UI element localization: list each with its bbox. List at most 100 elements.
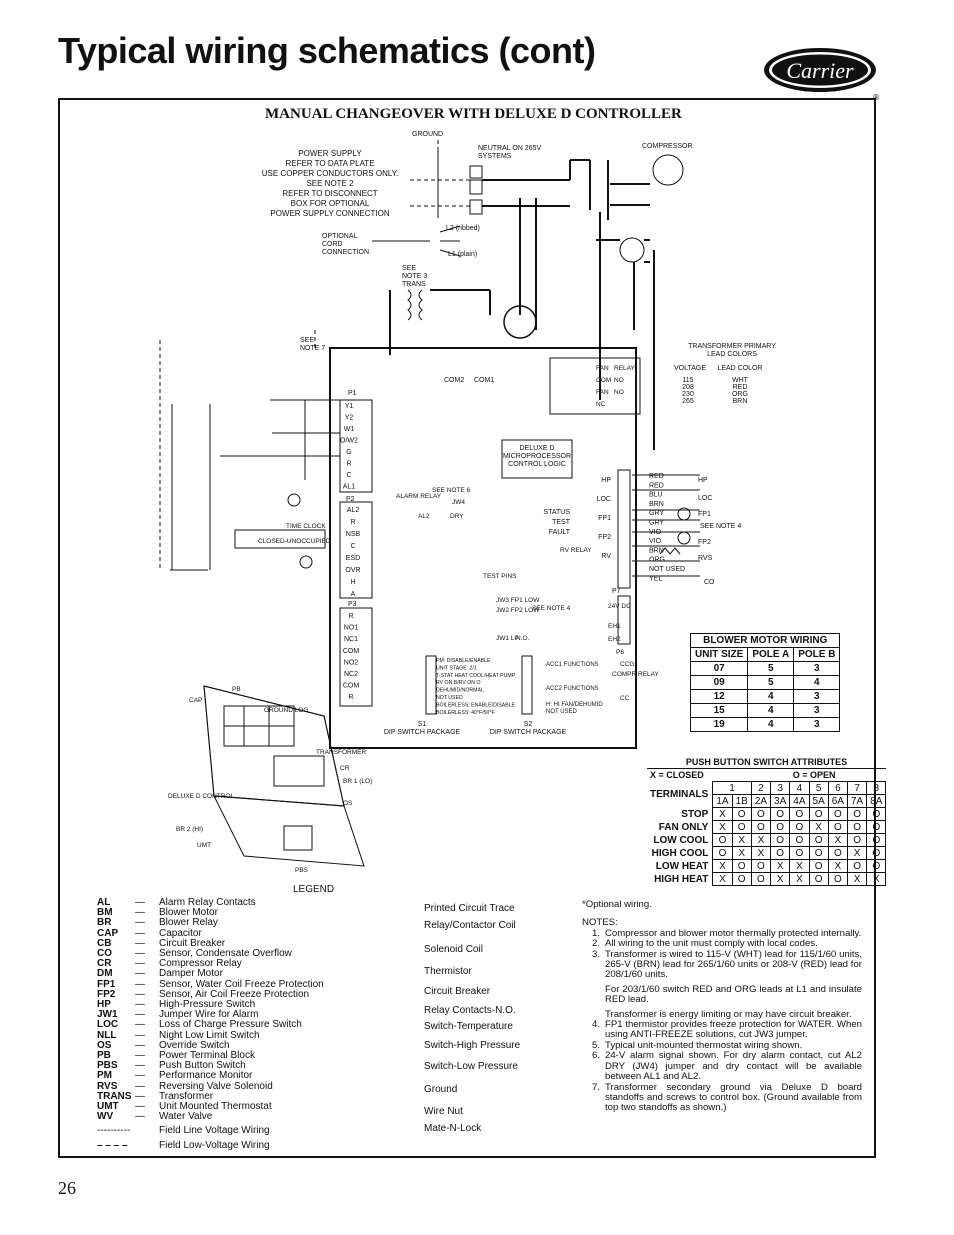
pbs-cell: 6 xyxy=(827,781,848,795)
misc-label: PBS xyxy=(295,867,309,874)
pbs-cell: 7 xyxy=(846,781,868,795)
p7-pin: FP1 xyxy=(598,515,611,522)
misc-label: TIME CLOCK xyxy=(286,523,326,530)
symbol-label: Switch-Low Pressure xyxy=(424,1061,518,1072)
bmw-cell: 3 xyxy=(793,661,841,676)
pbs-cell: 8A xyxy=(866,794,887,808)
xfmr-voltage: 208 xyxy=(682,384,694,391)
note-number: 1. xyxy=(591,927,600,939)
pbs-cell: O xyxy=(846,859,868,873)
legend-item: PM—Performance Monitor xyxy=(97,1071,324,1081)
pbs-cell: O xyxy=(866,846,887,860)
pbs-cell: X xyxy=(750,846,772,860)
legend-dash: — xyxy=(135,999,145,1011)
misc-label: DRY xyxy=(450,513,464,520)
legend-dash: — xyxy=(135,958,145,970)
see-note7-label: SEE xyxy=(300,337,314,344)
misc-label: BR 2 (HI) xyxy=(176,826,203,833)
deluxe-control-label: MICROPROCESSOR xyxy=(503,453,571,460)
power-supply-label: REFER TO DATA PLATE xyxy=(285,159,374,168)
legend-item: CAP—Capacitor xyxy=(97,927,324,939)
legend-abbrev: CAP xyxy=(97,927,119,939)
pbs-cell: X xyxy=(712,859,733,873)
pbs-cell: O xyxy=(789,846,810,860)
xfmr-voltage: 230 xyxy=(682,391,694,398)
pbs-cell: 8 xyxy=(866,781,887,795)
p2-pin: A xyxy=(351,591,356,598)
pbs-cell: 6A xyxy=(827,794,848,808)
neutral-label: SYSTEMS xyxy=(478,153,512,160)
legend-abbrev: CO xyxy=(97,948,112,960)
misc-label: TRANSFORMER xyxy=(316,749,367,756)
status-led-label: FAULT xyxy=(549,529,571,536)
p3-pin: NO2 xyxy=(344,659,359,666)
legend-desc: Sensor, Air Coil Freeze Protection xyxy=(159,988,310,1000)
compressor-label: COMPRESSOR xyxy=(642,143,693,150)
legend-dash: — xyxy=(135,1019,145,1031)
note-text: Transformer is wired to 115-V (WHT) lead… xyxy=(605,948,862,981)
p1-pin: AL1 xyxy=(343,484,356,491)
pbs-cell: O xyxy=(846,807,868,821)
p1-pin: O/W2 xyxy=(340,438,358,445)
legend-desc: Field Low-Voltage Wiring xyxy=(159,1139,270,1151)
misc-label: OS xyxy=(343,800,353,807)
blower-motor-wiring-table: BLOWER MOTOR WIRING UNIT SIZE POLE A POL… xyxy=(689,633,841,732)
legend-abbrev: DM xyxy=(97,968,113,980)
legend-abbrev: RVS xyxy=(97,1080,118,1092)
fan-relay-label: NC xyxy=(596,401,606,408)
bmw-cell: 3 xyxy=(793,717,841,732)
pbs-cell: PUSH BUTTON SWITCH ATTRIBUTES xyxy=(647,756,886,769)
fan-relay-label: RELAY xyxy=(614,365,635,372)
pbs-cell: X = CLOSED xyxy=(650,770,704,780)
fan-relay-label: FAN xyxy=(596,389,609,396)
legend-abbrev: PBS xyxy=(97,1060,118,1072)
right-wire-label: GRY xyxy=(649,520,664,527)
xfmr-voltage: 265 xyxy=(682,398,694,405)
legend-abbrev: – – – – xyxy=(97,1139,128,1151)
pbs-cell: 7A xyxy=(846,794,868,808)
legend-desc: Sensor, Water Coil Freeze Protection xyxy=(159,978,324,990)
pbs-cell: 2A xyxy=(750,794,772,808)
power-supply-label: SEE NOTE 2 xyxy=(306,179,354,188)
co-device: CO xyxy=(704,579,715,586)
legend-desc: Reversing Valve Solenoid xyxy=(159,1080,273,1092)
legend-dash: — xyxy=(135,978,145,990)
legend-item: ----------Field Line Voltage Wiring xyxy=(97,1126,324,1136)
symbol-label: Mate-N-Lock xyxy=(424,1123,482,1134)
note-number: 6. xyxy=(591,1050,600,1062)
p2-pin: H xyxy=(350,579,355,586)
note-text: Compressor and blower motor thermally pr… xyxy=(605,927,862,939)
pbs-cell: O xyxy=(731,872,752,886)
power-supply-label: REFER TO DISCONNECT xyxy=(282,189,377,198)
symbol-label: Relay/Contactor Coil xyxy=(424,920,516,931)
optional-wiring-note: *Optional wiring. xyxy=(582,899,652,910)
pbs-cell: X xyxy=(712,872,733,886)
s1-dip-label: BOILERLESS: ENABLE/DISABLE xyxy=(436,702,516,708)
bmw-cell: 5 xyxy=(747,675,795,690)
bmw-header: POLE B xyxy=(793,647,841,662)
legend-item: BM—Blower Motor xyxy=(97,907,324,918)
legend-abbrev: PB xyxy=(97,1050,111,1062)
s2-label: DIP SWITCH PACKAGE xyxy=(490,729,567,736)
bmw-cell: 07 xyxy=(689,661,749,676)
misc-label: GROUND LOG xyxy=(264,707,308,714)
s1-dip-label: PM: DISABLE/ENABLE xyxy=(436,658,491,664)
pbs-cell: O xyxy=(827,846,848,860)
pbs-cell: O xyxy=(827,872,848,886)
misc-label: ALARM RELAY xyxy=(396,493,442,500)
legend-desc: Loss of Charge Pressure Switch xyxy=(159,1019,302,1031)
legend-dash: — xyxy=(135,927,145,939)
p7-pin: FP2 xyxy=(598,534,611,541)
xfmr-head: VOLTAGE xyxy=(674,365,706,372)
legend-dash: — xyxy=(135,1060,145,1072)
legend-desc: Blower Relay xyxy=(159,917,218,929)
legend-desc: Performance Monitor xyxy=(159,1070,253,1082)
p3-pin: NC2 xyxy=(344,671,358,678)
note-item: 5.Typical unit-mounted thermostat wiring… xyxy=(582,1040,862,1051)
pbs-cell: HIGH HEAT xyxy=(654,873,709,885)
p1-pin: R xyxy=(346,461,351,468)
pbs-cell: 4A xyxy=(789,794,810,808)
